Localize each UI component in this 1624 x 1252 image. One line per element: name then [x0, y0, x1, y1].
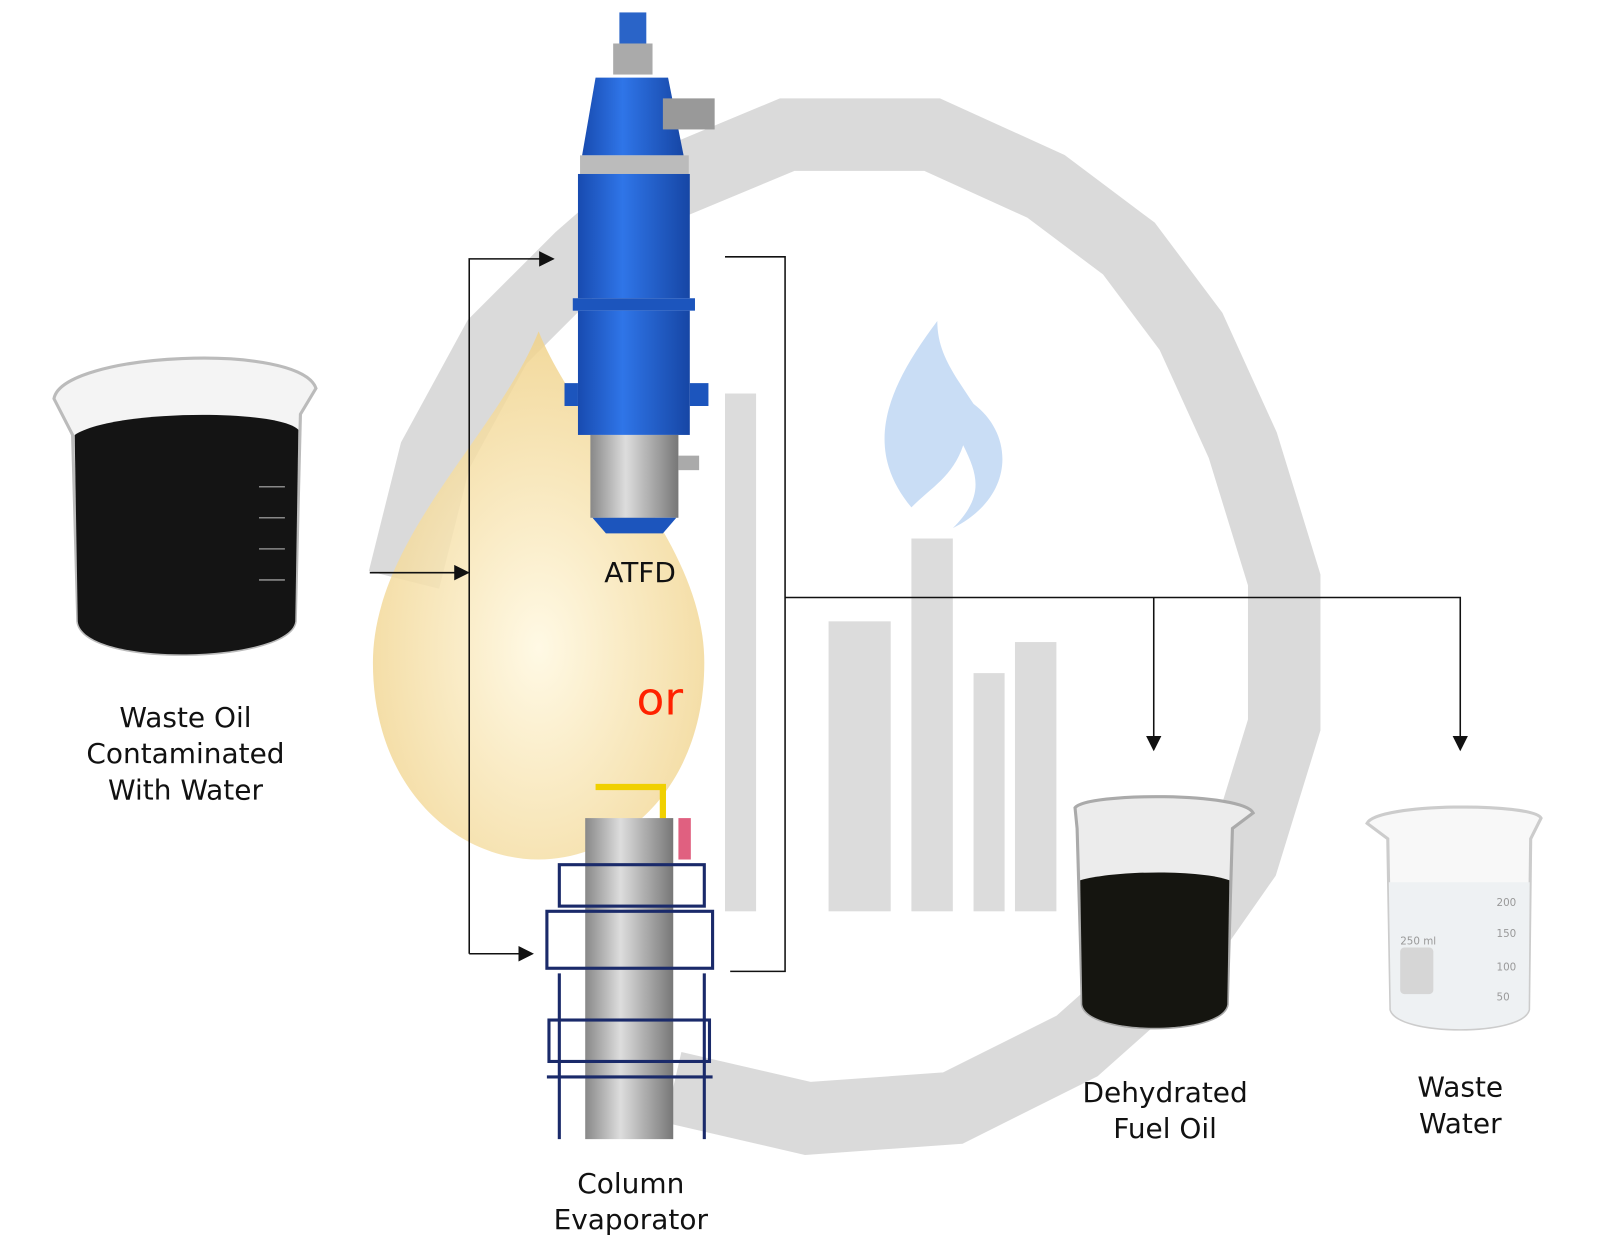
scale-150: 150 [1497, 928, 1517, 940]
waste-water-label-line1: Waste [1417, 1071, 1503, 1104]
column-label-line2: Evaporator [554, 1203, 709, 1236]
atfd-equipment-icon [564, 12, 715, 534]
or-label: or [636, 673, 683, 726]
scale-250: 250 ml [1400, 935, 1436, 947]
scale-200: 200 [1497, 897, 1517, 909]
to-atfd-arrow [468, 251, 555, 954]
outlet-collector-line [725, 256, 786, 973]
feed-label-line3: With Water [108, 773, 263, 806]
flow-lines [369, 251, 1469, 973]
scale-50: 50 [1497, 991, 1510, 1003]
building-watermark-icon [725, 393, 1057, 912]
waste-water-beaker-icon: 250 ml 200 150 100 50 [1365, 805, 1543, 1031]
atfd-label: ATFD [604, 556, 676, 589]
column-label-line1: Column [577, 1167, 684, 1200]
waste-water-label-line2: Water [1419, 1107, 1502, 1140]
fuel-oil-label-line2: Fuel Oil [1113, 1112, 1217, 1145]
scale-100: 100 [1497, 961, 1517, 973]
flame-watermark-icon [884, 321, 1003, 529]
oil-drop-watermark-icon [372, 331, 705, 860]
fuel-oil-beaker-icon [1073, 795, 1256, 1030]
fuel-oil-label-line1: Dehydrated [1083, 1076, 1248, 1109]
feed-label-line1: Waste Oil [119, 701, 251, 734]
to-water-arrow [785, 596, 1469, 752]
waste-oil-beaker-icon [52, 356, 318, 656]
column-evaporator-icon [545, 783, 715, 1140]
feed-label-line2: Contaminated [86, 737, 284, 770]
